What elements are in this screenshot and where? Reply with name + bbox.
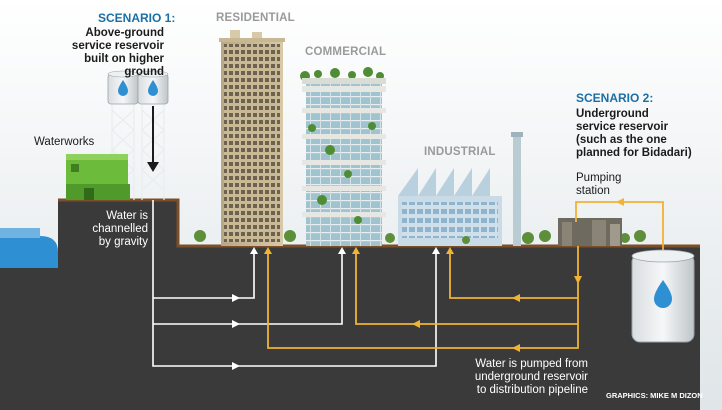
pumping-station-label: Pumping station [576,172,621,198]
water-drop-icon [148,80,158,96]
gravity-line: channelled [92,222,148,235]
scenario2-heading: SCENARIO 2: [576,91,654,105]
street-trees [194,230,646,244]
pumped-label: Water is pumped from underground reservo… [440,358,588,397]
pumped-line: to distribution pipeline [476,383,588,396]
scenario2-line: planned for Bidadari) [576,146,692,159]
scenario1-heading: SCENARIO 1: [98,11,176,25]
scenario2-line: Underground [576,108,649,120]
ground-cross-section [0,200,700,410]
scenario2-line: service reservoir [576,120,669,133]
scenario1-description: Above-ground service reservoir built on … [60,27,164,79]
industrial-label: INDUSTRIAL [424,146,496,158]
scenario1-line: service reservoir [71,39,164,52]
residential-building [219,30,285,246]
gravity-label: Water is channelled by gravity [84,210,148,249]
graphics-credit: GRAPHICS: MIKE M DIZON [606,391,703,400]
scenario2-description: Underground service reservoir (such as t… [576,108,718,160]
commercial-label: COMMERCIAL [305,46,387,58]
gravity-line: by gravity [98,235,148,248]
gravity-pipe-arrows [232,247,440,370]
residential-label: RESIDENTIAL [216,12,295,24]
gravity-pipe-network [152,200,437,367]
pumping-station-line: Pumping [576,172,622,184]
sea-water [0,236,58,268]
scenario2-line: (such as the one [576,133,667,146]
waterworks-building [66,154,130,200]
pumped-line: underground reservoir [474,370,588,383]
commercial-building [300,67,386,246]
industrial-building [398,132,523,246]
scenario1-line: built on higher ground [84,52,164,78]
water-drop-icon [118,80,128,96]
pumped-pipe-arrows [264,198,624,352]
pumping-station [558,218,622,246]
pumped-line: Water is pumped from [475,358,588,370]
pumping-station-line: station [576,184,610,197]
scenario1-line: Above-ground [85,27,164,39]
gravity-line: Water is [106,210,148,222]
down-arrow-icon [147,106,159,172]
waterworks-label: Waterworks [34,136,95,148]
water-drop-icon [654,280,672,308]
